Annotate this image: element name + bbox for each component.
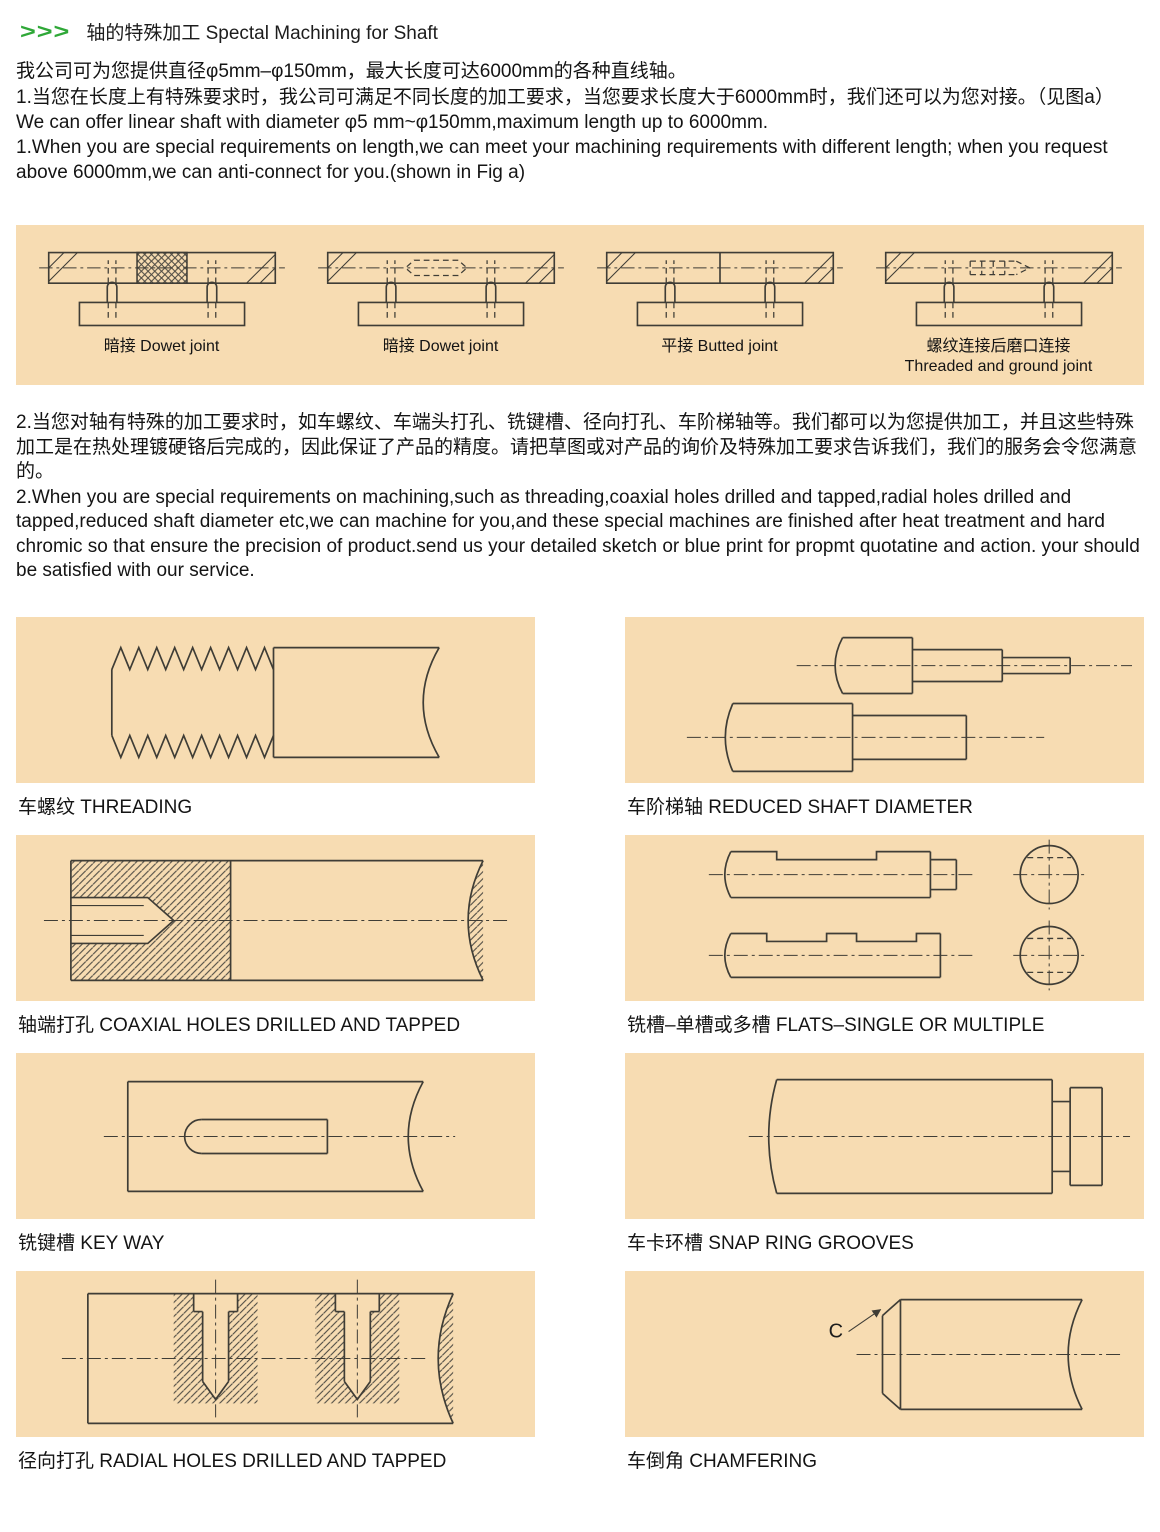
section-header: >>> 轴的特殊加工 Spectal Machining for Shaft [20,18,1144,45]
flats-drawing [708,840,1086,991]
butted-joint-drawing [596,251,843,327]
joint-dowel-hatched: 暗接 Dowet joint [31,241,293,357]
intro-cn-line1: 我公司可为您提供直径φ5mm–φ150mm，最大长度可达6000mm的各种直线轴… [16,61,687,82]
radial-holes-drawing [61,1280,454,1425]
joint-threaded-ground: 螺纹连接后磨口连接 Threaded and ground joint [868,241,1130,377]
panel-caption: 铣键槽 KEY WAY [18,1233,165,1255]
joint-dowel-hidden: 暗接 Dowet joint [310,241,572,357]
joint-caption: 暗接 Dowet joint [103,338,220,356]
keyway-panel [16,1053,535,1220]
panel-caption: 车螺纹 THREADING [18,797,193,819]
coaxial-holes-drawing [43,860,512,982]
cell-radial-holes: 径向打孔 RADIAL HOLES DRILLED AND TAPPED [16,1271,535,1473]
cell-keyway: 铣键槽 KEY WAY [16,1053,535,1255]
snap-ring-panel [625,1053,1144,1220]
threading-panel [16,617,535,784]
joint-types-banner: 暗接 Dowet joint 暗接 Dowet joint [16,225,1144,386]
panel-caption: 车倒角 CHAMFERING [627,1451,818,1473]
flats-panel [625,835,1144,1002]
joint-caption: 平接 Butted joint [661,338,778,356]
catalog-page: >>> 轴的特殊加工 Spectal Machining for Shaft 我… [16,18,1144,1473]
joint-caption: 螺纹连接后磨口连接 [926,338,1071,356]
threaded-joint-drawing [875,251,1122,327]
panel-caption: 车卡环槽 SNAP RING GROOVES [627,1233,914,1255]
cell-threading: 车螺纹 THREADING [16,617,535,819]
reduced-shaft-drawing [686,637,1133,773]
reduced-shaft-panel [625,617,1144,784]
intro-cn-line2: 1.当您在长度上有特殊要求时，我公司可满足不同长度的加工要求，当您要求长度大于6… [16,87,1114,109]
panel-caption: 车阶梯轴 REDUCED SHAFT DIAMETER [627,797,973,819]
intro-block: 我公司可为您提供直径φ5mm–φ150mm，最大长度可达6000mm的各种直线轴… [16,59,1144,185]
dowel-joint-drawing [38,251,285,327]
machining-en: 2.When you are special requirements on m… [16,487,1140,582]
chamfering-panel: C [625,1271,1144,1438]
green-chevrons-icon: >>> [20,19,71,44]
intro-en-line2: 1.When you are special requirements on l… [16,137,1108,183]
machining-grid: 车螺纹 THREADING 车阶梯轴 REDUCED SHAFT DIAMETE… [16,617,1144,1473]
cell-snap-ring: 车卡环槽 SNAP RING GROOVES [625,1053,1144,1255]
machining-cn: 2.当您对轴有特殊的加工要求时，如车螺纹、车端头打孔、铣键槽、径向打孔、车阶梯轴… [16,412,1138,483]
keyway-drawing [103,1081,456,1193]
panel-caption: 铣槽–单槽或多槽 FLATS–SINGLE OR MULTIPLE [627,1015,1045,1037]
cell-coaxial-holes: 轴端打孔 COAXIAL HOLES DRILLED AND TAPPED [16,835,535,1037]
cell-flats: 铣槽–单槽或多槽 FLATS–SINGLE OR MULTIPLE [625,835,1144,1037]
snap-ring-drawing [748,1079,1131,1195]
panel-caption: 轴端打孔 COAXIAL HOLES DRILLED AND TAPPED [18,1015,461,1037]
chamfering-drawing: C [829,1299,1121,1411]
joint-caption-line2: Threaded and ground joint [904,358,1093,376]
joint-caption: 暗接 Dowet joint [382,338,499,356]
cell-chamfering: C 车倒角 CHAMFERING [625,1271,1144,1473]
threading-drawing [110,645,440,761]
coaxial-holes-panel [16,835,535,1002]
intro-en-line1: We can offer linear shaft with diameter … [16,112,769,134]
chamfer-label: C [829,1321,843,1343]
machining-text-block: 2.当您对轴有特殊的加工要求时，如车螺纹、车端头打孔、铣键槽、径向打孔、车阶梯轴… [16,411,1144,583]
cell-reduced-shaft: 车阶梯轴 REDUCED SHAFT DIAMETER [625,617,1144,819]
panel-caption: 径向打孔 RADIAL HOLES DRILLED AND TAPPED [18,1451,447,1473]
dowel-joint-hidden-drawing [317,251,564,327]
page-title: 轴的特殊加工 Spectal Machining for Shaft [86,23,438,44]
radial-holes-panel [16,1271,535,1438]
joint-butted: 平接 Butted joint [589,241,851,357]
